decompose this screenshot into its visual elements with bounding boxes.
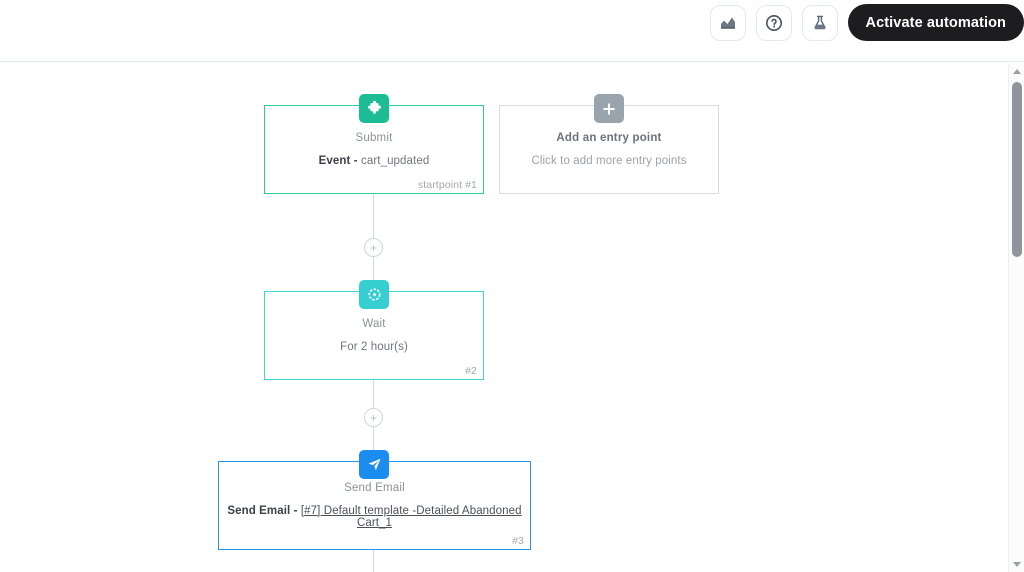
clock-icon [359, 280, 389, 309]
flow-node-wait-2[interactable]: Wait For 2 hour(s) #2 [264, 280, 484, 380]
node-content: Submit Event - cart_updated [264, 105, 484, 194]
node-reference: #3 [512, 535, 524, 547]
flow-node-add-entry-point[interactable]: Add an entry point Click to add more ent… [499, 94, 719, 194]
top-toolbar: Activate automation [0, 0, 1024, 62]
analytics-button[interactable] [709, 4, 746, 41]
help-icon [765, 14, 783, 32]
scroll-down-arrow-icon[interactable] [1009, 556, 1024, 572]
node-subtitle: For 2 hour(s) [340, 341, 408, 353]
flow-node-startpoint-1[interactable]: Submit Event - cart_updated startpoint #… [264, 94, 484, 194]
add-step-button-2[interactable]: + [364, 408, 383, 427]
node-subtitle: Send Email - [#7] Default template -Deta… [218, 505, 531, 529]
node-subtitle: Click to add more entry points [531, 155, 687, 167]
toolbar-actions: Activate automation [709, 0, 1024, 45]
node-subtitle-label: Event - [318, 155, 361, 167]
node-title: Send Email [344, 482, 405, 494]
node-content: Send Email Send Email - [#7] Default tem… [218, 461, 531, 550]
node-title: Submit [355, 132, 393, 144]
puzzle-piece-icon [359, 94, 389, 123]
canvas-vertical-scrollbar[interactable] [1008, 63, 1024, 572]
node-subtitle: Event - cart_updated [311, 155, 438, 167]
ab-test-flask-icon [811, 14, 829, 32]
node-title: Wait [362, 318, 386, 330]
paper-plane-icon [359, 450, 389, 479]
flow-canvas[interactable]: + + Submit Event - cart_updated startpoi… [0, 63, 1008, 572]
node-reference: #2 [465, 365, 477, 377]
connector-line-3-out [373, 548, 374, 572]
flow-node-send-email-3[interactable]: Send Email Send Email - [#7] Default tem… [218, 450, 531, 550]
connector-line-2-3b [373, 427, 374, 462]
node-title: Add an entry point [556, 132, 662, 144]
connector-line-1-2b [373, 257, 374, 292]
analytics-icon [719, 14, 737, 32]
plus-icon [594, 94, 624, 123]
scrollbar-thumb[interactable] [1012, 82, 1022, 257]
node-content: Add an entry point Click to add more ent… [499, 105, 719, 194]
scroll-up-arrow-icon[interactable] [1009, 63, 1024, 79]
node-reference: startpoint #1 [417, 179, 477, 191]
node-content: Wait For 2 hour(s) [264, 291, 484, 380]
add-step-button-1[interactable]: + [364, 238, 383, 257]
node-subtitle-label: Send Email - [227, 505, 301, 517]
activate-automation-button[interactable]: Activate automation [847, 4, 1024, 41]
email-template-link[interactable]: [#7] Default template -Detailed Abandone… [300, 505, 522, 529]
ab-test-button[interactable] [801, 4, 838, 41]
node-subtitle-value: cart_updated [361, 155, 430, 167]
help-button[interactable] [755, 4, 792, 41]
